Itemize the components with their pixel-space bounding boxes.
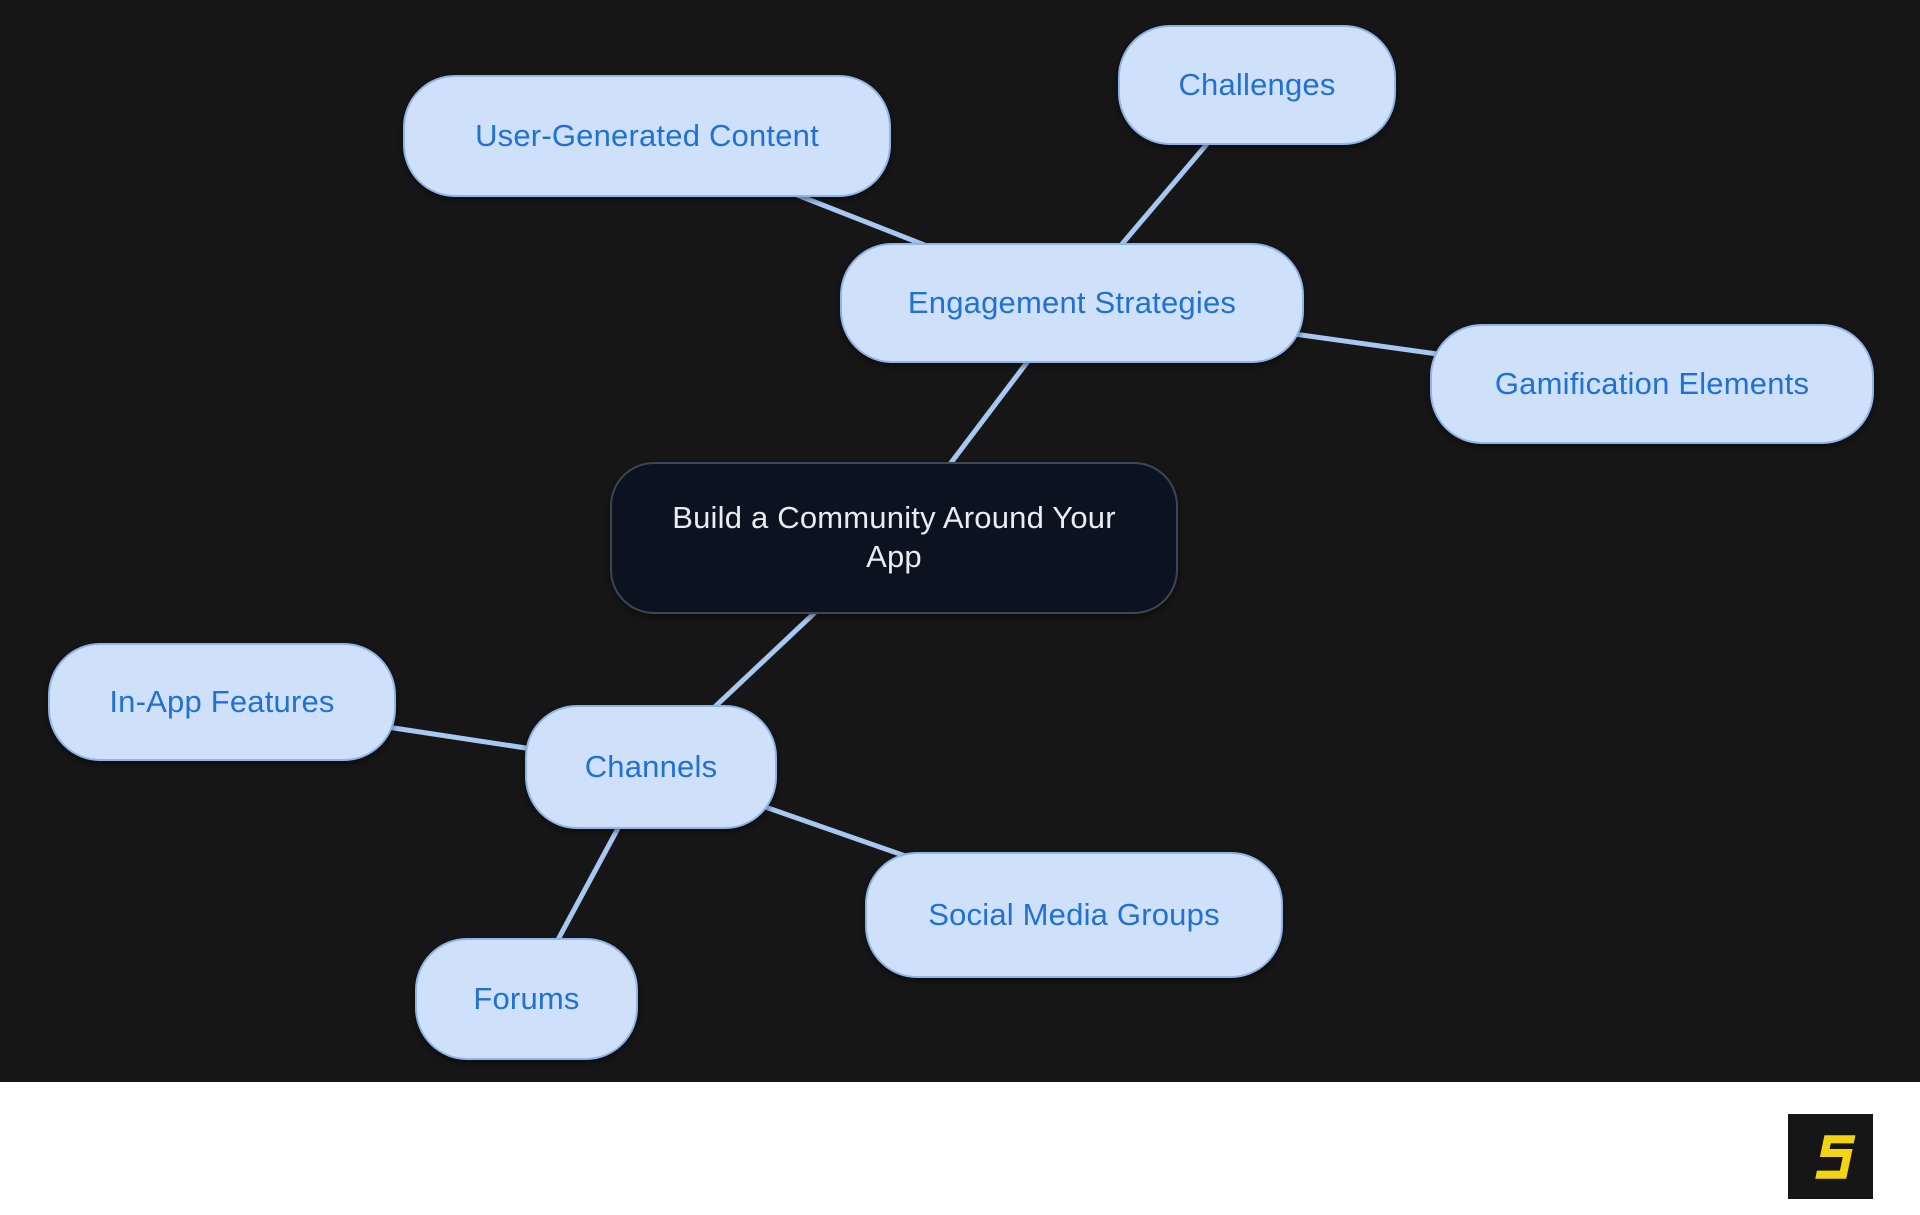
mindmap-node-channels: Channels <box>525 705 777 829</box>
node-label: In-App Features <box>109 684 335 719</box>
mindmap-node-root: Build a Community Around Your App <box>610 462 1178 614</box>
mindmap-node-challenges: Challenges <box>1118 25 1396 145</box>
brand-logo <box>1788 1114 1873 1199</box>
node-label: Build a Community Around Your App <box>672 500 1116 574</box>
node-label: Challenges <box>1178 67 1336 102</box>
node-label: Channels <box>584 749 718 784</box>
mindmap-node-in-app-features: In-App Features <box>48 643 396 761</box>
mindmap-node-gamification-elements: Gamification Elements <box>1430 324 1874 444</box>
node-label: Forums <box>473 981 580 1016</box>
footer-band <box>0 1082 1920 1215</box>
mindmap-node-forums: Forums <box>415 938 638 1060</box>
mindmap-node-engagement-strategies: Engagement Strategies <box>840 243 1304 363</box>
mindmap-canvas: Build a Community Around Your App Engage… <box>0 0 1920 1082</box>
node-label: User-Generated Content <box>475 118 819 153</box>
mindmap-node-social-media-groups: Social Media Groups <box>865 852 1283 978</box>
node-label: Social Media Groups <box>928 897 1220 932</box>
s-logo-icon <box>1814 1134 1855 1179</box>
mindmap-node-user-generated-content: User-Generated Content <box>403 75 891 197</box>
node-label: Gamification Elements <box>1494 366 1810 401</box>
node-label: Engagement Strategies <box>907 285 1237 320</box>
